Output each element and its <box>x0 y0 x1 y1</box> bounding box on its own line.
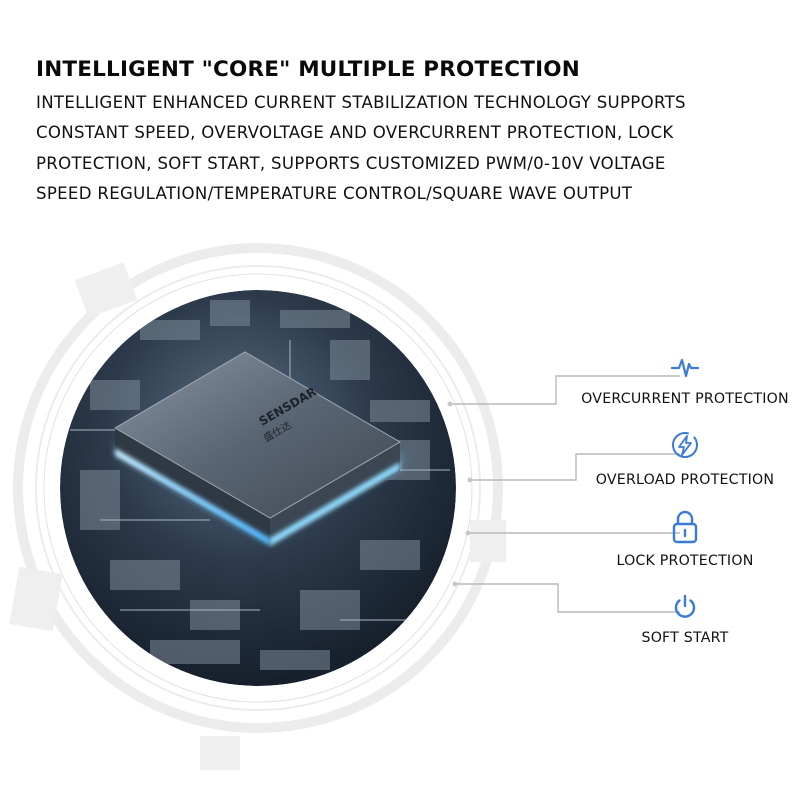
outer-rings <box>13 243 503 733</box>
feature-lock-protection: LOCK PROTECTION <box>600 509 770 569</box>
feature-label: OVERLOAD PROTECTION <box>595 472 775 488</box>
feature-overcurrent-protection: OVERCURRENT PROTECTION <box>560 354 800 407</box>
feature-soft-start: SOFT START <box>630 593 740 646</box>
headline: INTELLIGENT "CORE" MULTIPLE PROTECTION <box>36 57 580 82</box>
description-line-4: SPEED REGULATION/TEMPERATURE CONTROL/SQU… <box>36 184 633 204</box>
description: INTELLIGENT ENHANCED CURRENT STABILIZATI… <box>36 88 776 210</box>
chip-illustration: SENSDAR 盛仕达 <box>9 243 680 770</box>
description-line-2: CONSTANT SPEED, OVERVOLTAGE AND OVERCURR… <box>36 123 674 143</box>
feature-label: LOCK PROTECTION <box>616 553 754 569</box>
ring-blocks <box>9 262 506 770</box>
lock-icon <box>672 510 698 544</box>
description-line-1: INTELLIGENT ENHANCED CURRENT STABILIZATI… <box>36 93 686 112</box>
connector-lines <box>450 375 680 613</box>
pulse-icon <box>671 358 699 378</box>
lightning-icon <box>672 432 698 458</box>
feature-label: SOFT START <box>641 630 729 646</box>
power-icon <box>674 594 696 618</box>
description-line-3: PROTECTION, SOFT START, SUPPORTS CUSTOMI… <box>36 153 666 173</box>
circuit-disc <box>60 290 456 686</box>
feature-overload-protection: OVERLOAD PROTECTION <box>585 430 785 488</box>
feature-label: OVERCURRENT PROTECTION <box>581 391 789 407</box>
